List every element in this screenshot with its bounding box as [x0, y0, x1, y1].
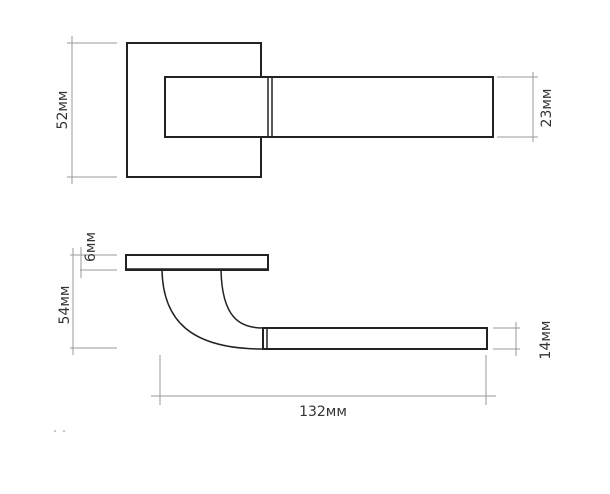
lever-length-label: 132мм: [299, 404, 347, 420]
dimension-54: 54мм: [57, 248, 117, 355]
stray-marks: [54, 430, 65, 432]
dimension-14: 14мм: [493, 321, 554, 360]
dimension-52: 52мм: [55, 36, 117, 184]
lever-side: [262, 327, 488, 350]
dimension-132: 132мм: [151, 355, 496, 420]
total-height-label: 54мм: [57, 286, 73, 325]
top-view: 52мм 23мм: [55, 36, 555, 184]
lever-thickness-label: 14мм: [538, 321, 554, 360]
side-view: 6мм 54мм 14мм 132мм: [57, 232, 554, 420]
rose-side: [125, 254, 269, 271]
lever-top: [164, 76, 494, 138]
dimension-23: 23мм: [497, 72, 555, 142]
rose-thickness-label: 6мм: [83, 232, 99, 262]
dimension-6: 6мм: [70, 232, 117, 278]
lever-height-label: 23мм: [539, 89, 555, 128]
lever-neck: [161, 269, 264, 350]
rose-height-label: 52мм: [55, 91, 71, 130]
